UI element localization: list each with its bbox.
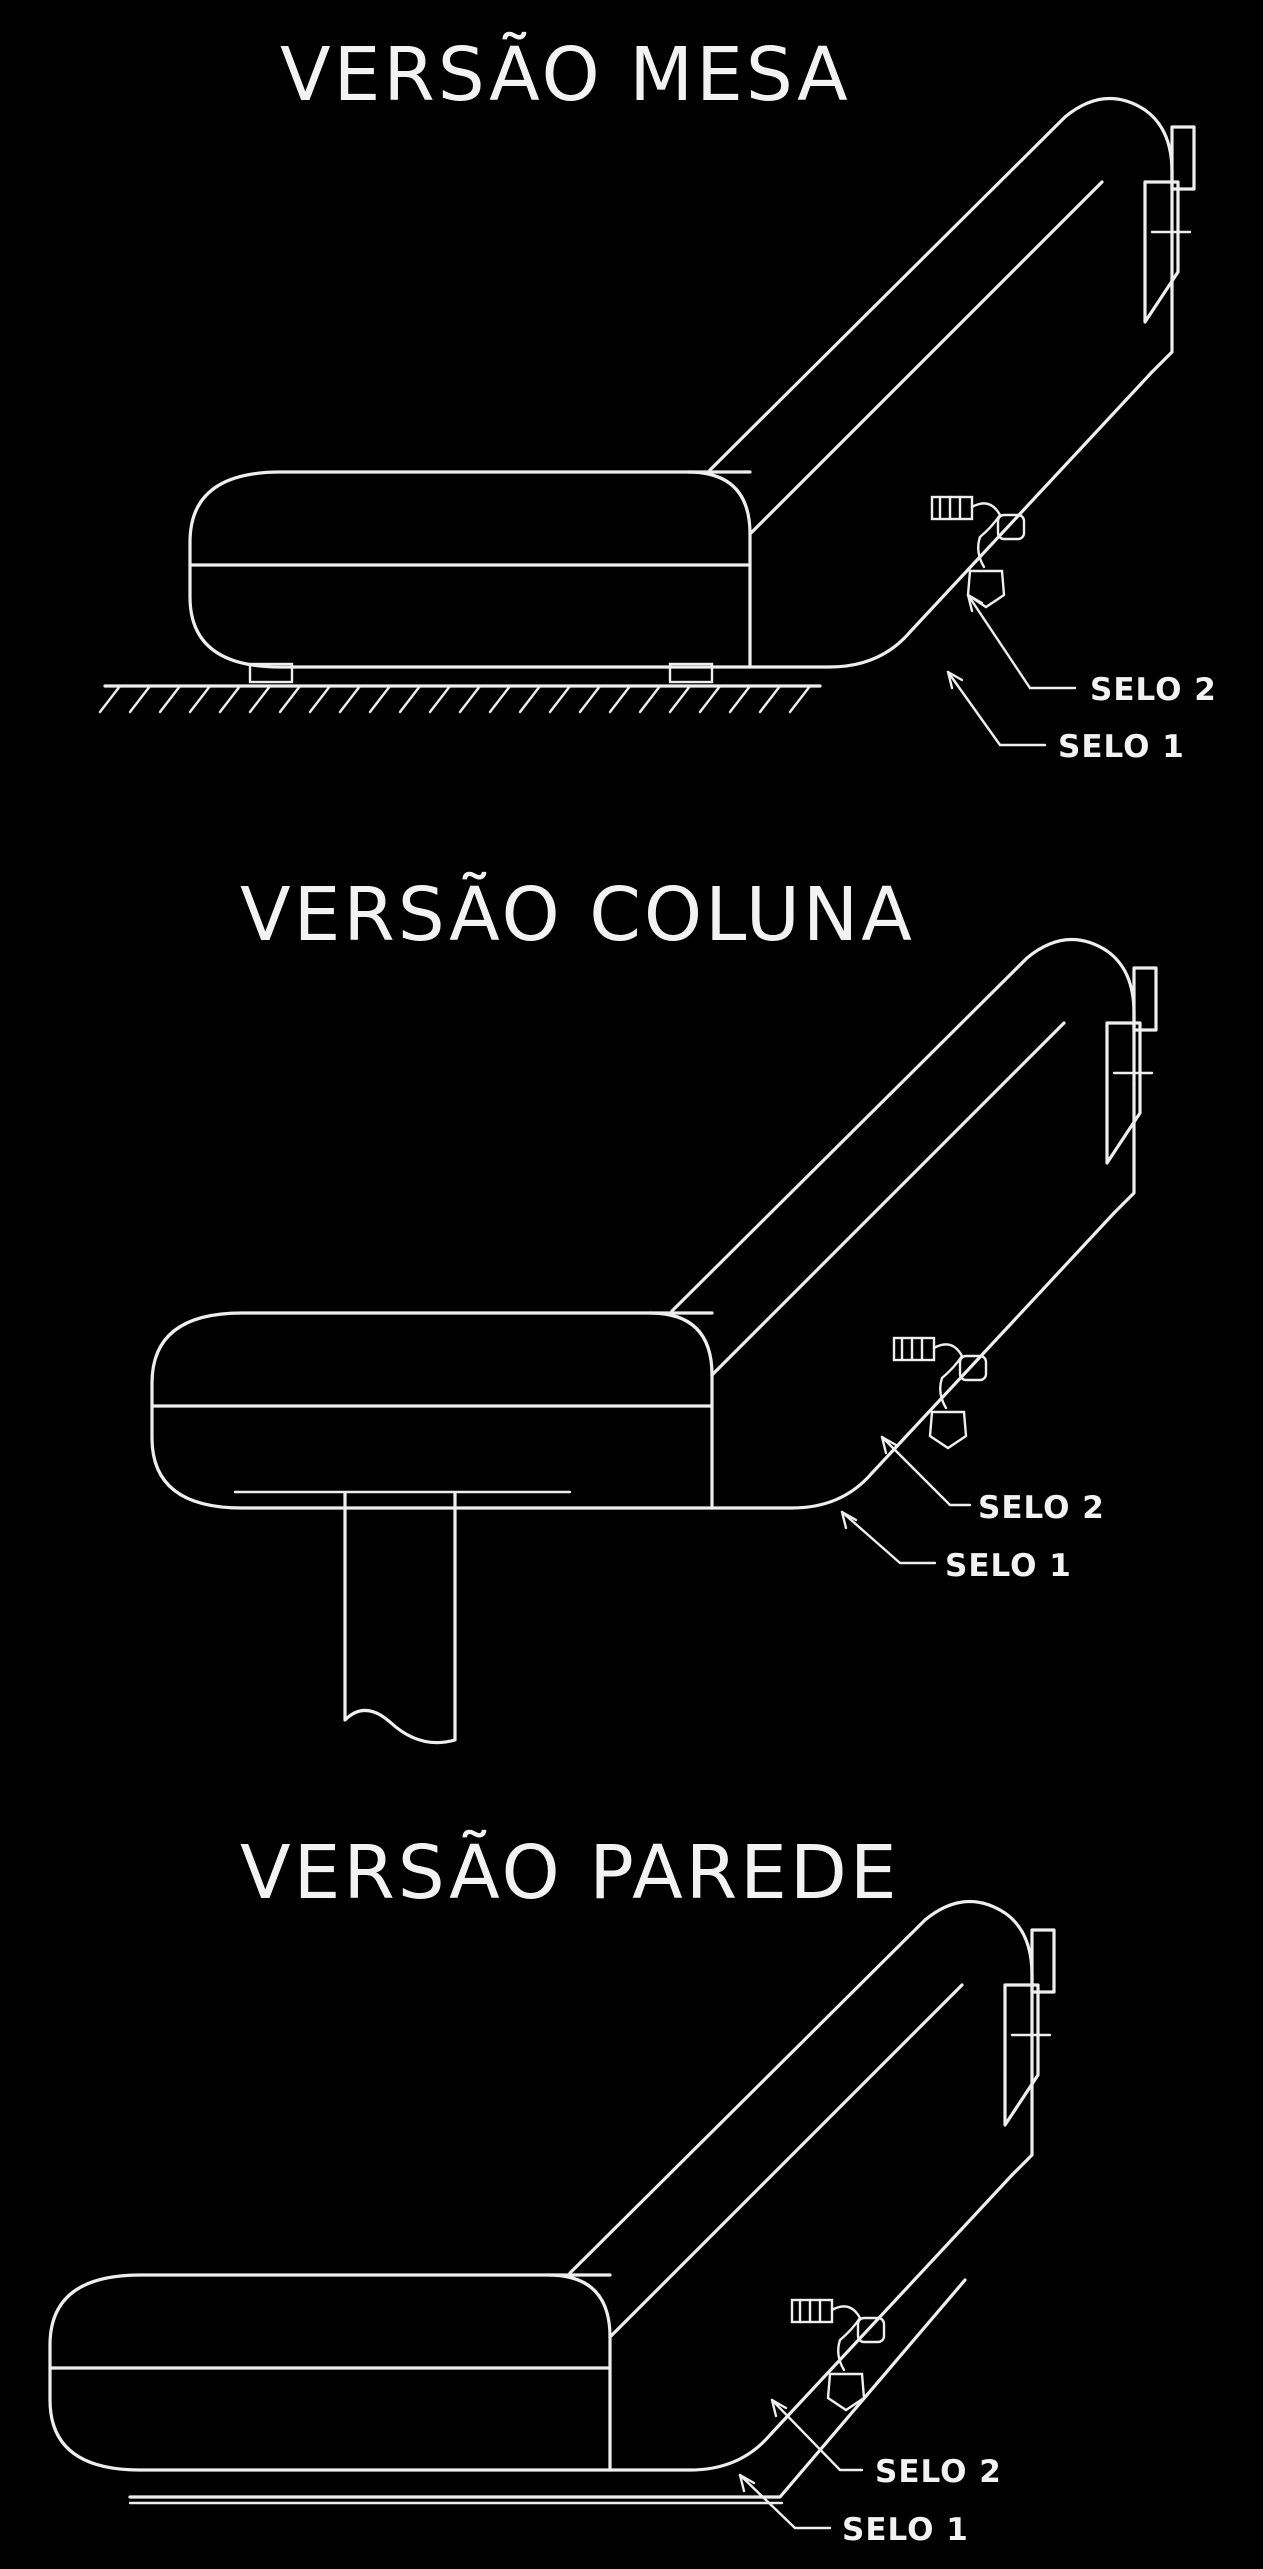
version-mesa: VERSÃO MESA [98,31,1217,765]
version-title: VERSÃO PAREDE [240,1829,900,1916]
seal-2-leader [966,593,1077,690]
version-parede: VERSÃO PAREDE SELO 2 SELO 1 [48,1829,1056,2548]
floor-hatch [98,684,822,714]
version-coluna: VERSÃO COLUNA SELO 2 SELO 1 [150,871,1158,1745]
wall-bracket [128,2278,967,2499]
seal-1-leader [840,1510,937,1565]
device-drawing [188,96,1196,669]
seal-2-label: SELO 2 [978,1490,1105,1526]
seal-1-leader [946,670,1047,747]
seal-2-leader [880,1435,972,1507]
seal-1-label: SELO 1 [1058,729,1185,765]
seal-2-label: SELO 2 [1090,672,1217,708]
column [343,1491,457,1745]
seal-2-leader [770,2398,864,2472]
seal-1-label: SELO 1 [945,1548,1072,1584]
device-drawing [150,937,1158,1510]
version-title: VERSÃO MESA [280,31,851,118]
seal-2-label: SELO 2 [875,2454,1002,2490]
seal-1-label: SELO 1 [842,2512,969,2548]
version-title: VERSÃO COLUNA [240,871,915,958]
seal-1-leader [738,2473,832,2530]
device-drawing [48,1899,1056,2472]
